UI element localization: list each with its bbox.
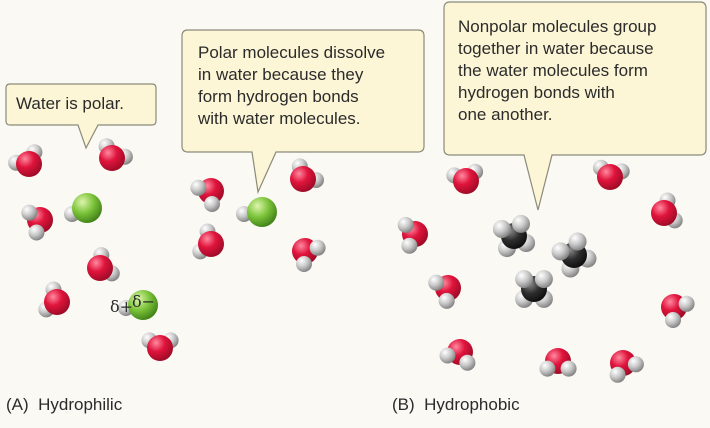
water-molecule-icon xyxy=(292,238,326,272)
water-molecule-icon xyxy=(21,204,53,241)
water-molecule-icon xyxy=(446,163,484,194)
bubble-water-polar xyxy=(5,83,157,150)
panel-title-b: Hydrophobic xyxy=(424,395,520,414)
water-molecule-icon xyxy=(661,294,695,328)
panel-title-a: Hydrophilic xyxy=(38,395,123,414)
bubble-text-polar-dissolve: Polar molecules dissolve in water becaus… xyxy=(198,43,386,128)
panel-label-b: (B) Hydrophobic xyxy=(392,395,520,415)
water-molecule-icon xyxy=(609,350,644,383)
water-molecule-icon xyxy=(290,158,324,192)
water-molecule-icon xyxy=(98,138,133,171)
polar-solute-icon xyxy=(64,193,102,223)
water-molecule-icon xyxy=(141,332,179,361)
bubble-text-water-polar: Water is polar. xyxy=(16,94,125,113)
panel-letter-a: (A) xyxy=(6,395,29,414)
molecules xyxy=(8,138,695,383)
panel-letter-b: (B) xyxy=(392,395,415,414)
water-molecule-icon xyxy=(651,192,683,229)
water-molecule-icon xyxy=(439,339,476,371)
nonpolar-molecule-icon xyxy=(515,270,553,308)
water-molecule-icon xyxy=(190,178,224,212)
water-molecule-icon xyxy=(428,274,461,309)
nonpolar-molecule-icon xyxy=(492,214,536,258)
delta-plus-label: δ+ xyxy=(110,297,134,316)
delta-minus-label: δ− xyxy=(132,292,156,311)
polar-solute-icon xyxy=(118,290,158,320)
panel-label-a: (A) Hydrophilic xyxy=(6,395,122,415)
water-molecule-icon xyxy=(38,281,70,318)
water-molecule-icon xyxy=(592,159,630,190)
polar-solute-icon xyxy=(236,197,277,227)
bubble-polar-dissolve xyxy=(181,29,425,195)
water-molecule-icon xyxy=(397,216,428,254)
nonpolar-molecule-icon xyxy=(551,232,597,278)
bubble-text-nonpolar-group: Nonpolar molecules group together in wat… xyxy=(458,17,657,124)
water-molecule-icon xyxy=(8,144,43,177)
bubble-nonpolar-group xyxy=(443,1,707,211)
water-molecule-icon xyxy=(539,348,577,377)
water-molecule-icon xyxy=(192,223,224,260)
water-molecule-icon xyxy=(87,247,120,282)
